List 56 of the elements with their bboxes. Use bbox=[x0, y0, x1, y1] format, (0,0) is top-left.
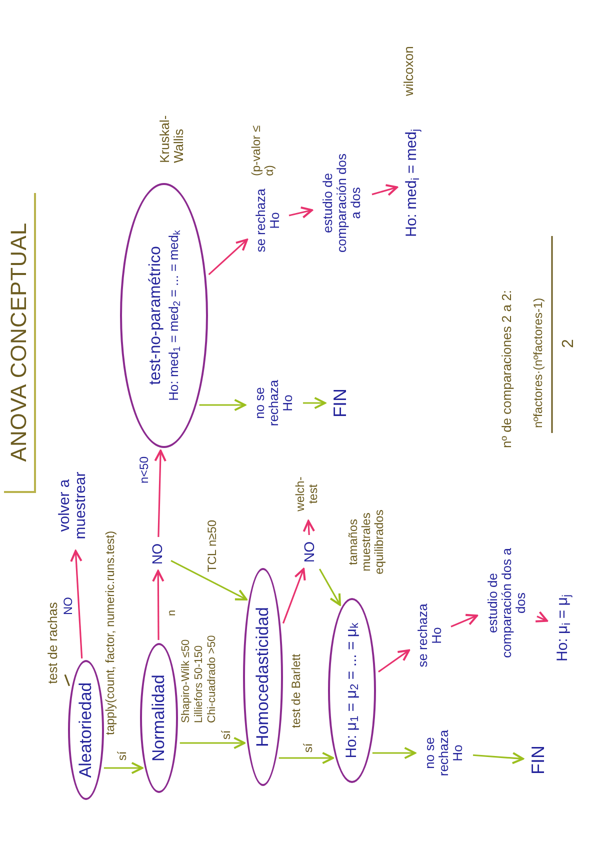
arrow bbox=[282, 568, 306, 624]
note-text: test de Barlett bbox=[289, 654, 303, 728]
note-text: nºfactores·(nºfactores-1) bbox=[531, 298, 545, 428]
node-text: no se rechaza Ho bbox=[422, 720, 466, 786]
arrow bbox=[378, 649, 410, 672]
note-text: wilcoxon bbox=[401, 46, 416, 96]
node-text: welch-test bbox=[294, 470, 320, 518]
leader-line bbox=[64, 674, 70, 686]
arrow bbox=[318, 568, 342, 606]
node-text: no se rechaza Ho bbox=[252, 370, 296, 436]
edge-label: sí bbox=[116, 751, 130, 761]
arrow bbox=[152, 570, 164, 640]
node-text: estudio de comparación dos a dos bbox=[320, 153, 364, 253]
node-text: se rechaza Ho bbox=[416, 598, 444, 673]
node-title: Homocedasticidad bbox=[252, 607, 274, 747]
arrow bbox=[302, 520, 316, 536]
arrow bbox=[170, 560, 248, 600]
edge-label: sí bbox=[302, 743, 316, 753]
node-text: FIN bbox=[529, 746, 549, 774]
edge-label: n<50 bbox=[138, 456, 152, 484]
denominator: 2 bbox=[560, 339, 577, 348]
note-text: Kruskal-Wallis bbox=[157, 115, 186, 163]
arrow bbox=[450, 614, 478, 628]
arrow bbox=[288, 206, 314, 218]
node-text: volver a muestrear bbox=[56, 463, 90, 548]
note-text: nº de comparaciones 2 a 2: bbox=[499, 290, 514, 448]
note-text: n bbox=[166, 610, 178, 616]
arrow bbox=[372, 746, 416, 760]
edge-label: NO bbox=[62, 597, 76, 615]
arrow bbox=[180, 736, 246, 750]
node-text: FIN bbox=[331, 388, 351, 418]
arrow bbox=[278, 752, 334, 764]
node-title: Aleatoriedad bbox=[75, 682, 96, 778]
edge-label: sí bbox=[220, 730, 234, 740]
note-text: Lilliefors 50-150 bbox=[193, 645, 205, 723]
arrow bbox=[303, 396, 326, 410]
note-text: (p-valor ≤ α) bbox=[249, 125, 276, 176]
node-text: test de rachas bbox=[46, 602, 60, 684]
edge-label: TCL n≥50 bbox=[206, 520, 220, 572]
arrow bbox=[199, 398, 246, 412]
node-title: test-no-paramétrico bbox=[146, 246, 165, 385]
node-text: estudio de comparación dos a dos bbox=[486, 548, 528, 658]
arrow bbox=[534, 610, 548, 622]
arrow bbox=[104, 762, 144, 774]
arrow bbox=[372, 184, 398, 196]
arrow bbox=[472, 752, 524, 764]
node-text: se rechaza Ho bbox=[254, 183, 282, 258]
node-text: NO bbox=[302, 542, 318, 562]
node-text: NO bbox=[150, 544, 166, 564]
title: ANOVA CONCEPTUAL bbox=[4, 193, 36, 493]
note-text: tapply(count, factor, numeric.runs.test) bbox=[103, 530, 117, 735]
arrow bbox=[154, 450, 166, 538]
note-text: Chi-cuadrado >50 bbox=[206, 635, 218, 723]
arrow bbox=[208, 238, 248, 276]
node-title: Normalidad bbox=[148, 674, 170, 762]
arrow bbox=[70, 550, 83, 658]
